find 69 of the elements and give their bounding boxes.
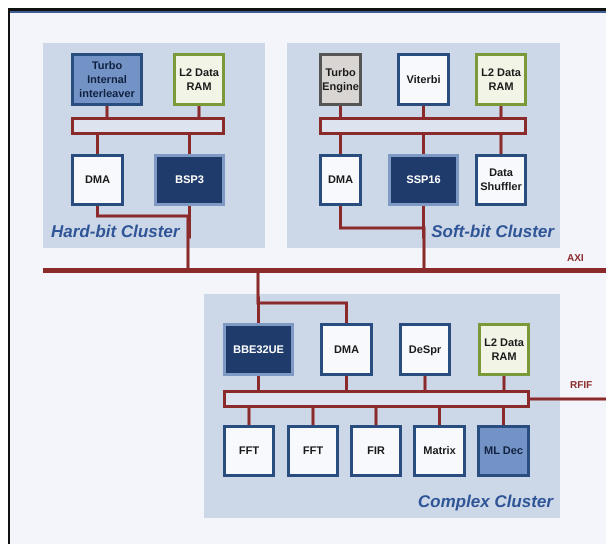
block-label: FIR [366,444,386,458]
block-box [478,323,530,376]
block-box [350,425,402,477]
block-box [397,53,450,106]
block-box [477,425,530,477]
interconnect-bar [71,117,225,135]
connector-line [312,408,314,425]
block-box [223,425,275,477]
block-label: Turbo Engine [321,66,360,94]
cluster-title: Complex Cluster [418,492,553,512]
block-label: SSP16 [405,173,442,187]
block-label: ML Dec [483,444,524,458]
cluster-title: Soft-bit Cluster [431,222,554,242]
connector-line [438,408,441,425]
block-box [173,53,225,106]
block-label: DMA [326,173,354,187]
block-box [71,53,143,106]
block-label: L2 Data RAM [178,66,220,94]
connector-line [345,376,348,390]
cluster-panel [287,43,560,248]
connector-line [422,106,425,117]
connector-line [198,106,200,117]
edge-label: RFIF [570,380,592,391]
block-label: DMA [84,173,112,187]
block-box [154,154,225,206]
block-box [71,154,124,206]
bus-label: AXI [567,253,584,264]
block-label: BBE32UE [232,342,285,356]
block-label: L2 Data RAM [483,336,525,364]
block-label: BSP3 [174,173,205,187]
interconnect-bar [223,390,530,408]
block-box [319,53,362,106]
connector-line [500,135,502,154]
block-box [320,323,373,376]
block-box [388,154,459,206]
block-box [413,425,466,477]
cluster-panel [43,43,265,248]
connector-line [500,106,502,117]
connector-line [339,106,342,117]
block-label: Viterbi [405,72,442,86]
block-label: FFT [238,444,260,458]
block-label: FFT [302,444,324,458]
block-label: Data Shuffler [479,166,523,194]
connector-line [248,408,250,425]
block-label: DeSpr [408,342,442,356]
connector-line [424,376,426,390]
connector-line [339,135,342,154]
connector-line [96,135,99,154]
cluster-panel [204,294,560,518]
block-box [399,323,451,376]
block-label: DMA [332,342,360,356]
connector-line [502,376,506,390]
connector-line [188,135,191,154]
connector-line [530,398,606,400]
block-box [475,154,527,206]
interconnect-bar [319,117,527,135]
block-box [475,53,527,106]
block-label: Turbo Internal interleaver [78,58,136,100]
connector-line [106,106,108,117]
block-box [287,425,339,477]
connector-line [502,408,505,425]
cluster-title: Hard-bit Cluster [51,222,180,242]
connector-line [374,408,378,425]
connector-line [422,135,425,154]
connector-line [257,376,260,390]
block-box [223,323,294,376]
block-label: Matrix [422,444,457,458]
block-box [319,154,362,206]
block-label: L2 Data RAM [480,66,522,94]
